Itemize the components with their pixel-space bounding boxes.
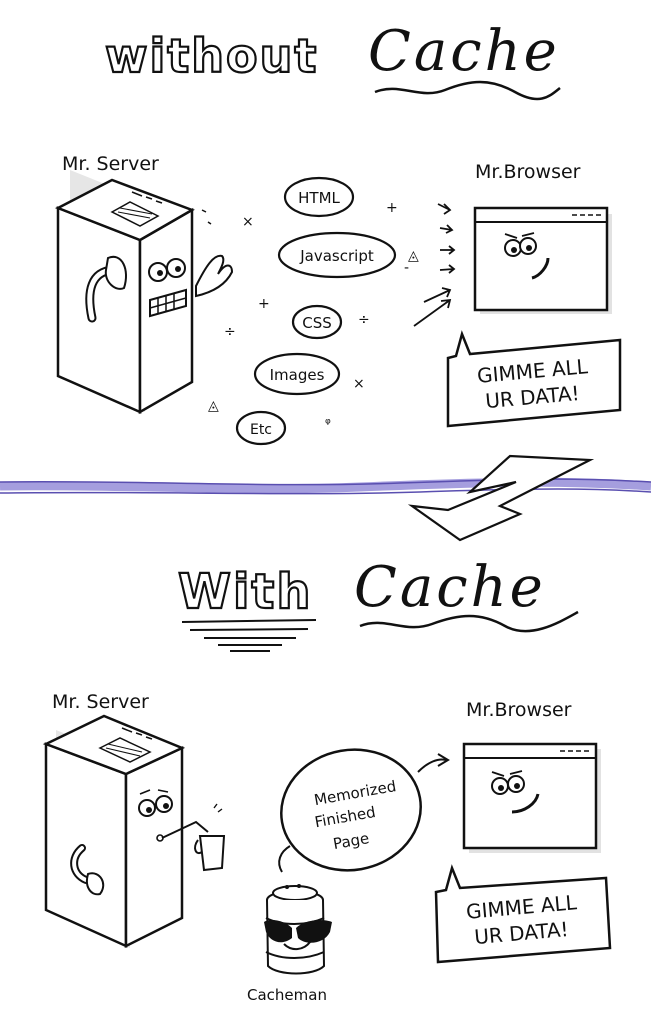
top-browser-window <box>473 206 612 314</box>
asset-bubble-images <box>253 352 341 396</box>
asset-images: Images <box>270 366 325 384</box>
svg-text:+: + <box>258 296 270 312</box>
top-title-word2: Cache <box>368 19 560 84</box>
bottom-browser-window <box>462 742 601 853</box>
asset-bubble-javascript <box>277 231 397 279</box>
top-arrows <box>413 203 456 327</box>
bottom-panel: With Cache Mr. Server <box>42 555 612 1004</box>
svg-text:+: + <box>386 200 398 216</box>
top-browser-label: Mr.Browser <box>475 161 581 183</box>
bottom-title-word1: With <box>178 564 313 620</box>
cacheman-sunglasses-right <box>296 920 332 943</box>
asset-etc: Etc <box>250 422 272 438</box>
cacheman <box>264 884 332 975</box>
svg-text:-: - <box>404 260 409 276</box>
svg-text:◬: ◬ <box>407 248 419 264</box>
svg-text:×: × <box>242 214 254 230</box>
svg-text:×: × <box>353 376 365 392</box>
asset-css: CSS <box>302 314 332 332</box>
asset-bubble-etc <box>235 410 287 446</box>
top-panel: without Cache Mr. Server <box>54 19 622 446</box>
top-title-word1: without <box>105 29 318 83</box>
top-speech-box: GIMME ALL UR DATA! <box>446 330 622 428</box>
memorized-page-bubble: Memorized Finished Page <box>278 748 450 873</box>
top-title-underline <box>374 80 561 101</box>
svg-text:ᵠ: ᵠ <box>325 416 331 432</box>
asset-bubble-html <box>283 176 355 218</box>
svg-text:÷: ÷ <box>224 324 236 340</box>
panel-divider <box>0 454 651 542</box>
lightning-bolt <box>407 454 595 542</box>
bottom-browser-label: Mr.Browser <box>466 699 572 721</box>
bottom-server-label: Mr. Server <box>52 691 149 713</box>
svg-text:◬: ◬ <box>207 398 219 414</box>
svg-text:÷: ÷ <box>358 312 370 328</box>
asset-javascript: Javascript <box>299 247 374 265</box>
cacheman-label: Cacheman <box>247 986 327 1004</box>
bottom-title-underlines <box>181 610 579 652</box>
top-server-label: Mr. Server <box>62 153 159 175</box>
bottom-title-word2: Cache <box>354 555 546 620</box>
asset-bubble-css <box>291 304 343 340</box>
asset-html: HTML <box>298 189 340 207</box>
cacheman-sunglasses-left <box>264 920 292 943</box>
top-assets: HTML Javascript CSS Images Etc <box>235 176 397 446</box>
top-server <box>54 170 234 415</box>
bottom-server <box>42 714 226 949</box>
top-scatter-marks: × + ÷ ◬ × ᵠ + ◬ - ÷ <box>207 200 419 432</box>
bottom-speech-box: GIMME ALL UR DATA! <box>434 864 612 964</box>
